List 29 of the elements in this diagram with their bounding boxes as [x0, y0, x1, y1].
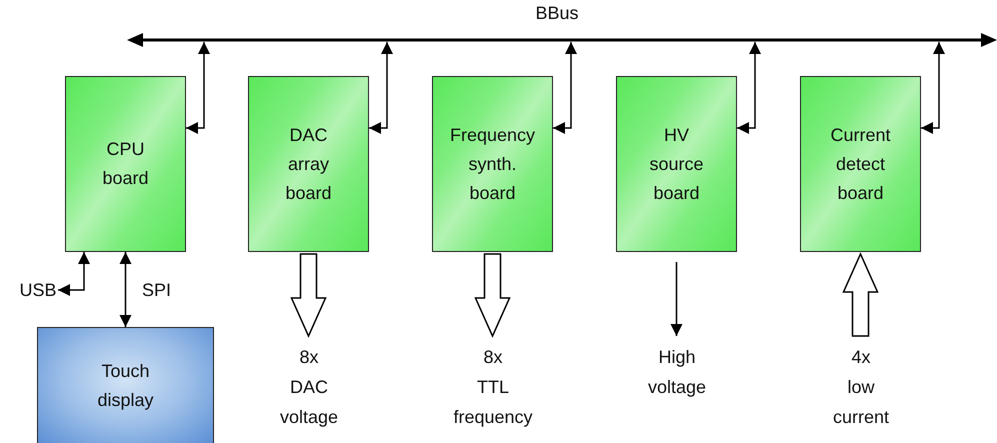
block-arrow — [842, 252, 879, 337]
bus-label: BBus — [534, 2, 580, 24]
board-box — [65, 76, 186, 252]
arrow — [737, 42, 761, 134]
output-label: 8x TTL frequency — [453, 346, 533, 429]
board-box — [800, 76, 921, 252]
output-label: 8x DAC voltage — [280, 346, 338, 429]
board-label: HV source board — [649, 124, 704, 204]
output-label: High voltage — [648, 346, 706, 399]
port-label: USB — [19, 279, 56, 301]
board-box — [432, 76, 553, 252]
arrow — [120, 252, 132, 327]
board-label: Current detect board — [830, 124, 891, 204]
arrow — [921, 42, 945, 134]
arrow — [369, 42, 393, 134]
arrow — [553, 42, 577, 134]
display-box — [37, 327, 214, 443]
arrow — [186, 42, 210, 134]
arrow — [670, 262, 682, 336]
output-label: 4x low current — [832, 346, 889, 429]
block-arrow — [474, 253, 511, 338]
display-label: Touch display — [97, 360, 154, 412]
board-box — [248, 76, 369, 252]
board-label: DAC array board — [285, 124, 332, 204]
arrow — [58, 252, 90, 296]
block-arrow — [290, 253, 327, 338]
board-label: Frequency synth. board — [450, 124, 536, 204]
board-label: CPU board — [102, 138, 149, 190]
board-box — [616, 76, 737, 252]
